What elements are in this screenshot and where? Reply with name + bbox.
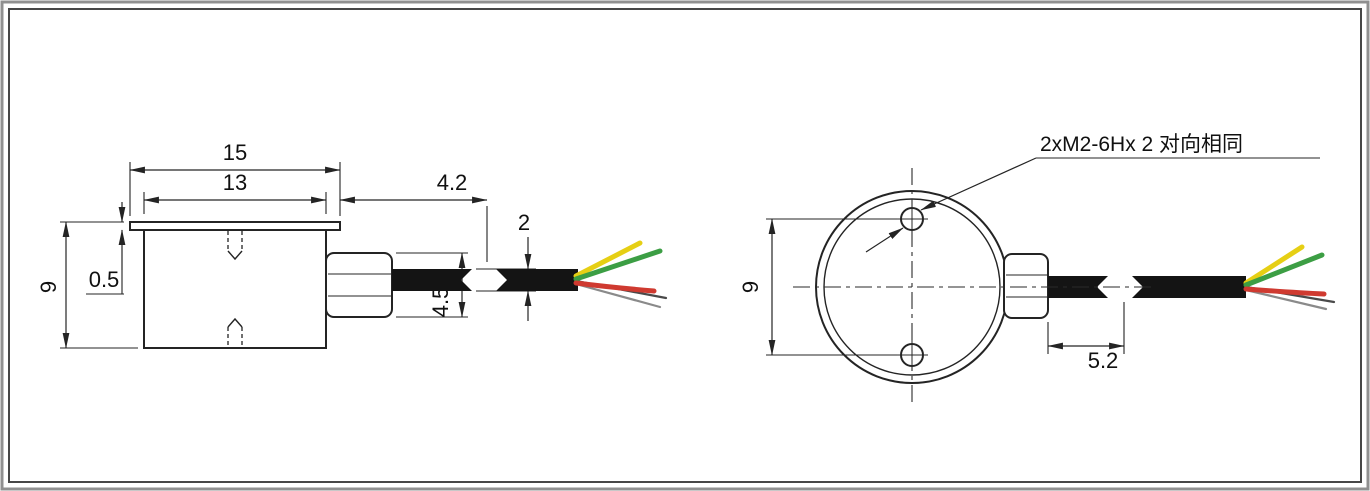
dim-plate-thickness-05: 0.5	[86, 202, 126, 295]
wire-yellow	[573, 240, 643, 279]
gland-outline	[325, 252, 393, 318]
screw-hole-bottom	[896, 339, 928, 371]
lead-wires-front	[1243, 244, 1336, 311]
wire-yellow	[1243, 244, 1305, 286]
dim-hole-spacing-9: 9	[738, 218, 897, 356]
dim-gland-length-42: 4.2	[339, 170, 488, 262]
wire-gray	[574, 282, 662, 309]
cable-segment-1	[392, 269, 472, 291]
dim-label-height: 9	[36, 281, 61, 293]
screw-hole-top	[896, 203, 928, 235]
cable-segment-2	[496, 269, 578, 291]
front-view: 9 5.2 2xM2-6Hx 2 对向相同	[738, 133, 1336, 407]
dim-label-gland-height: 4.5	[428, 287, 453, 318]
cable-gland-side	[325, 252, 393, 318]
dim-label-hole-spacing: 9	[738, 281, 763, 293]
leader-arrow-1	[920, 157, 1037, 211]
leader-arrow-2	[865, 227, 904, 253]
dim-label-plate-thickness: 0.5	[89, 267, 120, 292]
cable-gland-front	[1003, 253, 1049, 319]
thread-note-leader: 2xM2-6Hx 2 对向相同	[865, 133, 1320, 253]
cable-segment-2	[1132, 276, 1246, 298]
dim-label-gland-length: 4.2	[437, 170, 468, 195]
frame-inner	[8, 8, 1362, 483]
drill-tip-icon	[227, 250, 243, 261]
wire-gray	[1244, 288, 1328, 311]
dim-label-flange-width: 15	[223, 140, 247, 165]
thread-hole-bottom	[227, 317, 243, 347]
dim-gland-height-45: 4.5	[396, 252, 468, 318]
wire-red	[1243, 286, 1327, 297]
dim-height-9: 9	[36, 221, 138, 349]
lead-wires-side	[573, 240, 668, 309]
thread-hole-top	[227, 231, 243, 261]
sensor-body	[143, 229, 327, 349]
gland-outline	[1003, 253, 1049, 319]
dim-cable-offset-52: 5.2	[1047, 302, 1125, 373]
drill-tip-icon	[227, 317, 243, 328]
wire-red	[573, 280, 657, 294]
dim-body-width-13: 13	[143, 170, 327, 214]
side-view: 9 15 13 4.2 0.5	[36, 140, 668, 349]
thread-note-label: 2xM2-6Hx 2 对向相同	[1040, 133, 1243, 156]
dim-label-body-width: 13	[223, 170, 247, 195]
dim-label-cable-offset: 5.2	[1088, 348, 1119, 373]
wire-green	[573, 248, 663, 282]
wire-green	[1243, 252, 1325, 288]
dim-label-cable-diameter: 2	[518, 210, 530, 235]
top-plate	[129, 221, 341, 231]
dim-flange-width-15: 15	[129, 140, 341, 216]
